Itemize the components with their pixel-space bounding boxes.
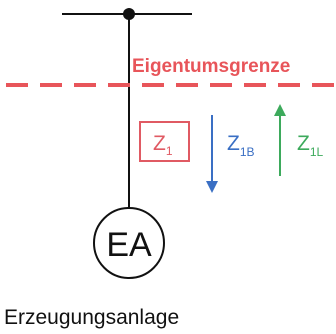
- impedance-box-subscript: 1: [166, 144, 173, 158]
- impedance-downward-symbol: Z: [227, 132, 240, 155]
- impedance-box: [139, 121, 190, 162]
- impedance-downward-subscript: 1B: [240, 145, 255, 159]
- impedance-upward-symbol: Z: [297, 132, 310, 155]
- impedance-box-label: Z1: [153, 132, 173, 158]
- impedance-box-symbol: Z: [153, 132, 166, 155]
- impedance-upward-label: Z1L: [297, 132, 324, 159]
- impedance-downward-label: Z1B: [227, 132, 255, 159]
- generator-symbol: EA: [106, 226, 152, 264]
- generator-circle: [93, 207, 165, 279]
- upward-arrow-head: [274, 104, 286, 116]
- generator-caption: Erzeugungsanlage: [4, 306, 179, 329]
- impedance-upward-subscript: 1L: [310, 145, 324, 159]
- ownership-boundary-label: Eigentumsgrenze: [132, 56, 290, 77]
- downward-arrow-head: [206, 181, 218, 193]
